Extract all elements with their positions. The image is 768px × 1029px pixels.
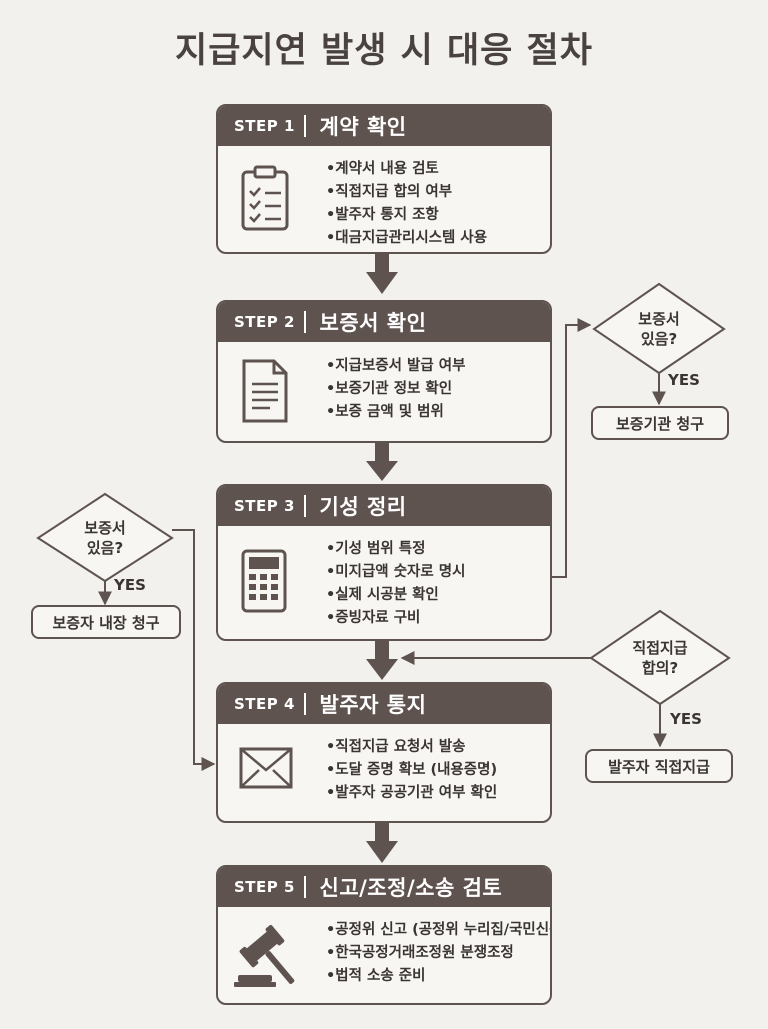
guarantee-right-yes-label: YES [668,371,700,389]
arrow-step4-to-step5 [366,821,398,863]
document-icon [242,359,288,423]
list-item: 지급보증서 발급 여부 [326,355,546,378]
envelope-icon [239,747,293,789]
step-5-header: STEP 5 신고/조정/소송 검토 [218,867,550,907]
step-4-header: STEP 4 발주자 통지 [218,684,550,724]
step-4-label: STEP 4 [234,695,295,713]
direct-payment-yes-label: YES [670,710,702,728]
list-item: 증빙자료 구비 [326,607,546,630]
decision-line: 보증서 [84,519,126,537]
page-title: 지급지연 발생 시 대응 절차 [175,31,593,71]
guarantee-decision-right-text: 보증서 있음? [614,309,704,349]
guarantee-right-outcome: 보증기관 청구 [591,406,729,440]
guarantee-left-yes-label: YES [114,576,146,594]
guarantee-left-outcome: 보증자 내장 청구 [31,605,181,639]
step-1-label: STEP 1 [234,117,295,135]
clipboard-icon [241,165,289,231]
step-2-header: STEP 2 보증서 확인 [218,302,550,342]
list-item: 실제 시공분 확인 [326,584,546,607]
decision-line: 직접지급 [632,639,688,657]
guarantee-decision-left-text: 보증서 있음? [60,518,150,558]
step-3-header: STEP 3 기성 정리 [218,486,550,526]
decision-line: 합의? [641,659,679,677]
list-item: 도달 증명 확보 (내용증명) [326,759,546,782]
list-item: 대금지급관리시스템 사용 [326,227,546,250]
step-3-label: STEP 3 [234,497,295,515]
step-1-header: STEP 1 계약 확인 [218,106,550,146]
arrow-step3-to-step4 [366,639,398,680]
gavel-icon [234,925,295,987]
list-item: 기성 범위 특정 [326,538,546,561]
calculator-icon [241,549,287,613]
step-1-title: 계약 확인 [319,115,407,139]
list-item: 미지급액 숫자로 명시 [326,561,546,584]
step-2-label: STEP 2 [234,313,295,331]
step-4-items: 직접지급 요청서 발송 도달 증명 확보 (내용증명) 발주자 공공기관 여부 … [326,736,546,805]
step-2-items: 지급보증서 발급 여부 보증기관 정보 확인 보증 금액 및 범위 [326,355,546,424]
direct-payment-decision-text: 직접지급 합의? [605,638,715,678]
list-item: 한국공정거래조정원 분쟁조정 [326,942,546,965]
connector-guarantee-left-to-step4 [172,529,216,771]
arrow-step1-to-step2 [366,252,398,294]
arrow-step2-to-step3 [366,441,398,481]
step-5-divider [304,876,306,898]
list-item: 공정위 신고 (공정위 누리집/국민신문고) [326,919,550,942]
direct-payment-outcome: 발주자 직접지급 [585,749,733,783]
step-3-divider [304,495,306,517]
list-item: 직접지급 합의 여부 [326,181,546,204]
step-2-title: 보증서 확인 [319,311,427,335]
list-item: 직접지급 요청서 발송 [326,736,546,759]
list-item: 법적 소송 준비 [326,965,546,988]
decision-line: 보증서 [638,310,680,328]
step-2-divider [304,311,306,333]
list-item: 발주자 공공기관 여부 확인 [326,782,546,805]
step-5-box: STEP 5 신고/조정/소송 검토 공정위 신고 (공정위 누리집/국민신문고… [216,865,552,1005]
step-5-label: STEP 5 [234,878,295,896]
step-4-title: 발주자 통지 [319,693,427,717]
list-item: 발주자 통지 조항 [326,204,546,227]
list-item: 보증 금액 및 범위 [326,401,546,424]
step-5-title: 신고/조정/소송 검토 [319,876,503,900]
step-4-box: STEP 4 발주자 통지 직접지급 요청서 발송 도달 증명 확보 (내용증명… [216,682,552,823]
step-1-divider [304,115,306,137]
main-flow-arrows [366,252,398,863]
step-1-items: 계약서 내용 검토 직접지급 합의 여부 발주자 통지 조항 대금지급관리시스템… [326,158,546,250]
connector-step3-to-guarantee-decision [552,318,592,578]
list-item: 보증기관 정보 확인 [326,378,546,401]
decision-line: 있음? [640,330,678,348]
step-2-box: STEP 2 보증서 확인 지급보증서 발급 여부 보증기관 정보 확인 보증 … [216,300,552,443]
step-3-title: 기성 정리 [319,495,407,519]
step-5-items: 공정위 신고 (공정위 누리집/국민신문고) 한국공정거래조정원 분쟁조정 법적… [326,919,550,988]
step-3-box: STEP 3 기성 정리 기성 범위 특정 미지급액 숫자로 명시 실제 시공분… [216,484,552,641]
list-item: 계약서 내용 검토 [326,158,546,181]
step-1-box: STEP 1 계약 확인 계약서 내용 검토 직접지급 합의 여부 발주자 통지… [216,104,552,254]
decision-line: 있음? [86,539,124,557]
step-3-items: 기성 범위 특정 미지급액 숫자로 명시 실제 시공분 확인 증빙자료 구비 [326,538,546,630]
step-4-divider [304,693,306,715]
